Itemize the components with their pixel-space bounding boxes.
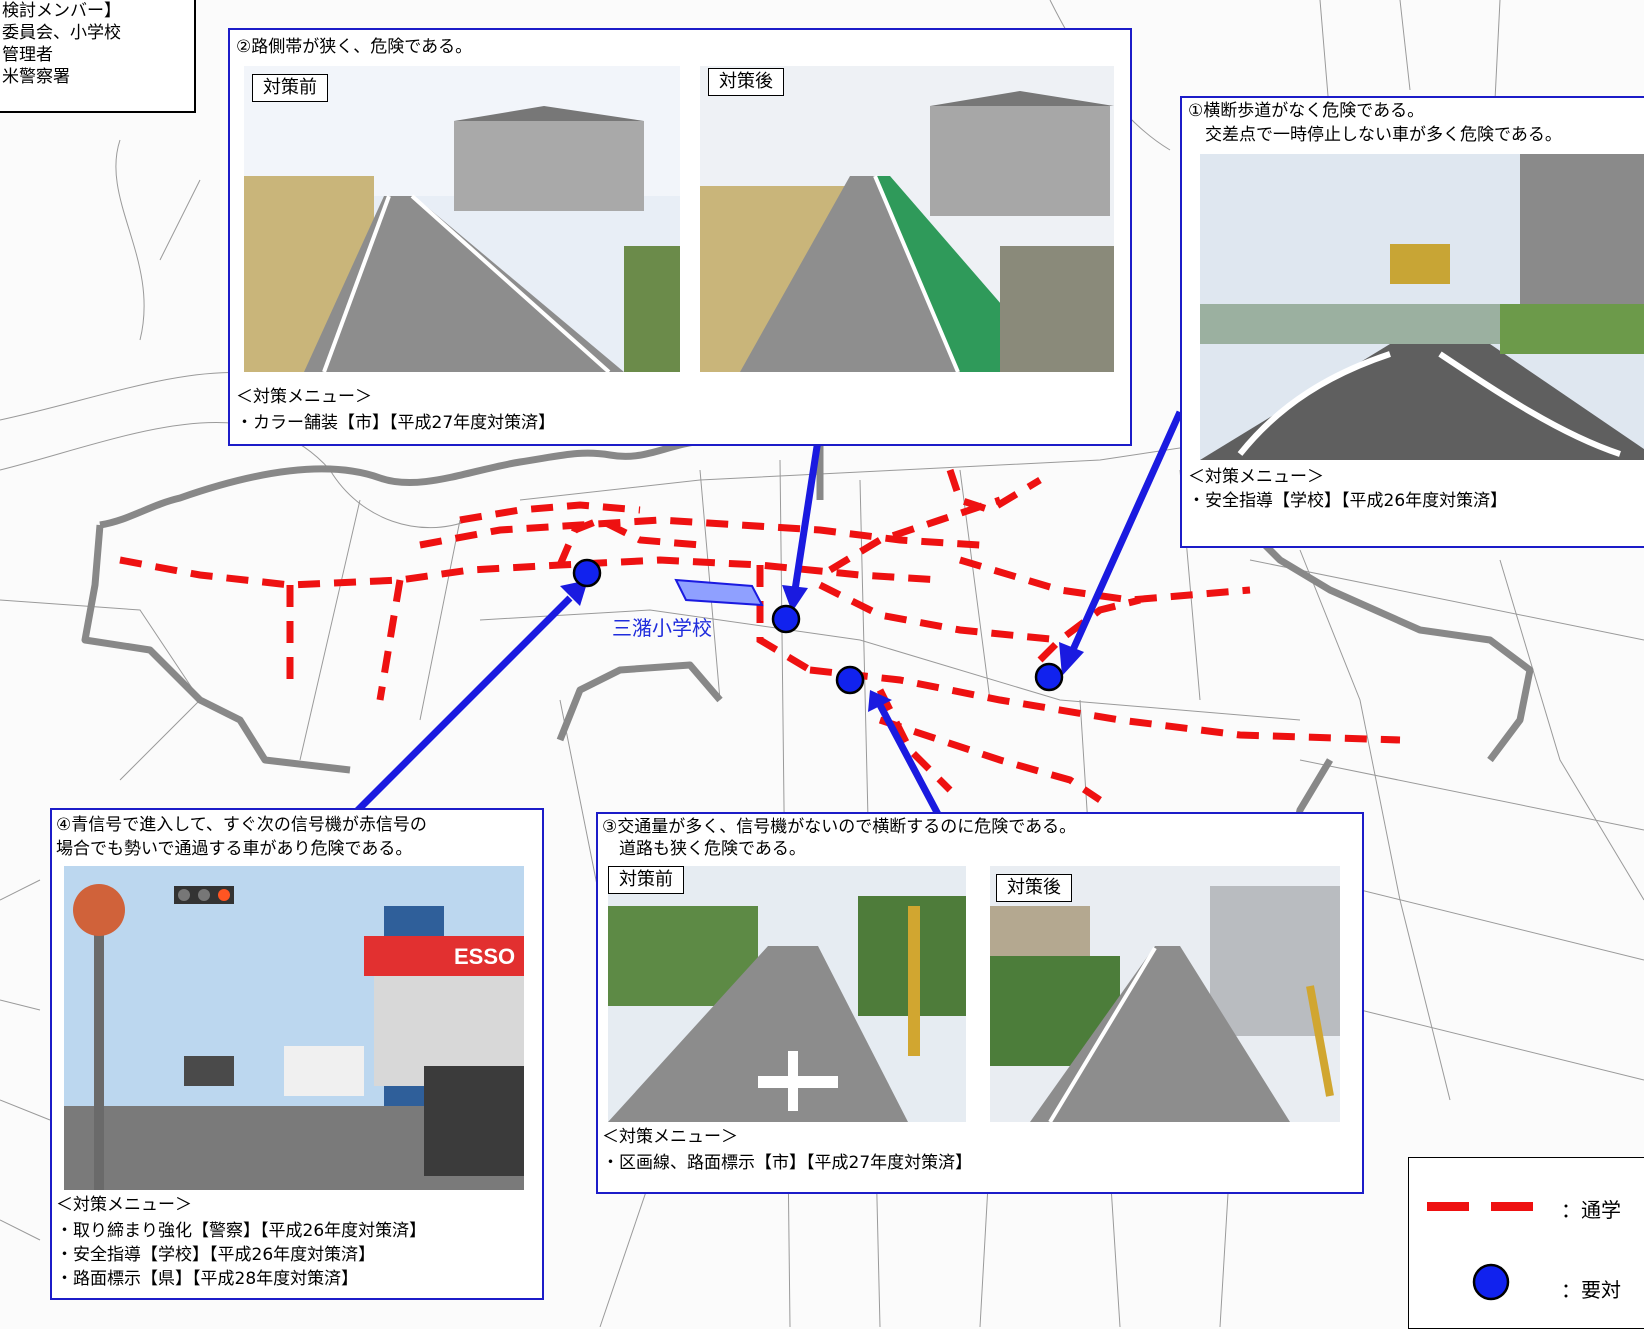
panel-1-photo — [1200, 154, 1644, 460]
before-tag: 対策前 — [608, 866, 684, 894]
school-shape — [674, 578, 764, 607]
route-legend-label: ：通学 — [1561, 1198, 1621, 1222]
member-line: 管理者 — [2, 45, 53, 65]
panel-2: ②路側帯が狭く、危険である。 対策前 対策後 ＜対策メニュー＞ ・カラー舗 — [228, 28, 1132, 446]
panel-2-menu-heading: ＜対策メニュー＞ — [236, 387, 372, 407]
panel-1: ①横断歩道がなく危険である。 交差点で一時停止しない車が多く危険である。 ＜対策… — [1180, 96, 1644, 548]
panel-4-menu-item: ・路面標示【県】【平成28年度対策済】 — [56, 1269, 359, 1289]
hazard-points — [572, 558, 1064, 695]
legend: ：通学 ：要対 — [1408, 1157, 1644, 1329]
svg-text:ESSO: ESSO — [454, 944, 515, 969]
panel-2-photo-before: 対策前 — [244, 66, 680, 372]
panel-1-menu-item: ・安全指導【学校】【平成26年度対策済】 — [1188, 491, 1508, 511]
panel-2-title: ②路側帯が狭く、危険である。 — [236, 37, 473, 57]
route-legend-swatch-1 — [1427, 1202, 1469, 1211]
before-tag: 対策前 — [252, 74, 328, 102]
school-route-dashes — [119, 468, 1401, 803]
member-line: 検討メンバー】 — [2, 1, 121, 21]
panel-4-menu-heading: ＜対策メニュー＞ — [56, 1195, 192, 1215]
hazard-point-2 — [771, 604, 801, 634]
panel-3-title-line1: ③交通量が多く、信号機がないので横断するのに危険である。 — [602, 817, 1077, 837]
panel-3-title-line2: 道路も狭く危険である。 — [602, 839, 806, 859]
panel-2-photo-after: 対策後 — [700, 66, 1114, 372]
panel-1-title-line2: 交差点で一時停止しない車が多く危険である。 — [1188, 125, 1562, 145]
member-box: 検討メンバー】 委員会、小学校 管理者 米警察署 — [0, 0, 196, 113]
panel-4-menu-item: ・安全指導【学校】【平成26年度対策済】 — [56, 1245, 376, 1265]
pointer-arrows — [347, 410, 1184, 821]
panel-4-title-line1: ④青信号で進入して、すぐ次の信号機が赤信号の — [56, 815, 427, 835]
panel-3: ③交通量が多く、信号機がないので横断するのに危険である。 道路も狭く危険である。… — [596, 812, 1364, 1194]
point-legend-label: ：要対 — [1561, 1278, 1621, 1302]
hazard-point-school — [572, 558, 602, 588]
panel-1-menu-heading: ＜対策メニュー＞ — [1188, 467, 1324, 487]
route-legend-swatch-2 — [1491, 1202, 1533, 1211]
panel-4: ④青信号で進入して、すぐ次の信号機が赤信号の 場合でも勢いで通過する車があり危険… — [50, 808, 544, 1300]
after-tag: 対策後 — [708, 68, 784, 96]
panel-1-title-line1: ①横断歩道がなく危険である。 — [1188, 101, 1425, 121]
hazard-point-3 — [835, 665, 865, 695]
hazard-point-1 — [1034, 662, 1064, 692]
after-tag: 対策後 — [996, 874, 1072, 902]
panel-3-menu-item: ・区画線、路面標示【市】【平成27年度対策済】 — [602, 1153, 973, 1173]
panel-3-photo-before: 対策前 — [608, 866, 966, 1122]
panel-2-menu-item: ・カラー舗装【市】【平成27年度対策済】 — [236, 413, 556, 433]
member-line: 米警察署 — [2, 67, 70, 87]
school-label: 三潴小学校 — [612, 616, 712, 640]
panel-4-title-line2: 場合でも勢いで通過する車があり危険である。 — [56, 839, 413, 859]
panel-4-menu-item: ・取り締まり強化【警察】【平成26年度対策済】 — [56, 1221, 427, 1241]
panel-4-photo: ESSO — [64, 866, 524, 1190]
panel-3-photo-after: 対策後 — [990, 866, 1340, 1122]
member-line: 委員会、小学校 — [2, 23, 121, 43]
point-legend-swatch — [1472, 1263, 1510, 1301]
panel-3-menu-heading: ＜対策メニュー＞ — [602, 1127, 738, 1147]
